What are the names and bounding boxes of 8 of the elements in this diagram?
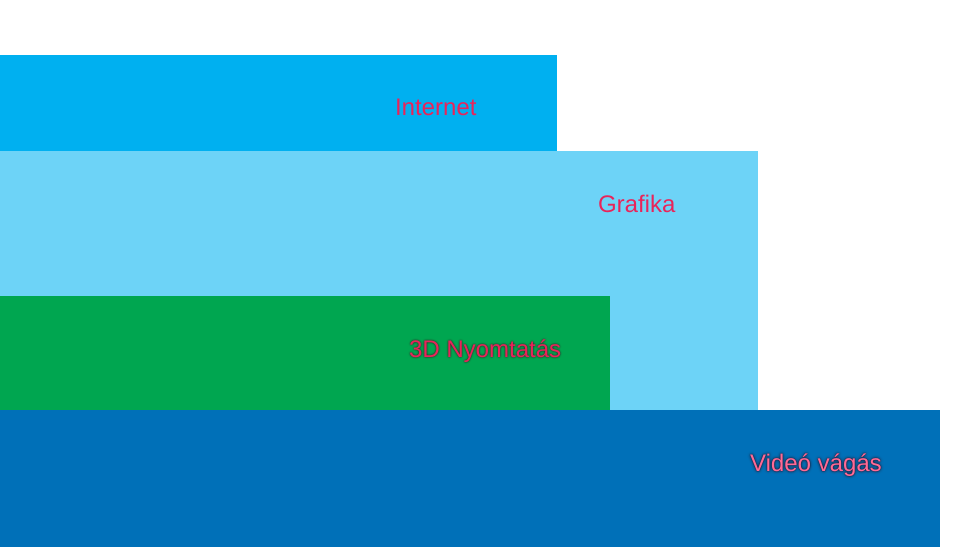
layer-band [0, 55, 557, 151]
band-label: Videó vágás [750, 450, 882, 478]
band-label: Internet [395, 94, 476, 122]
layer-band [0, 410, 940, 547]
layer-band [0, 296, 610, 410]
band-label: Grafika [598, 191, 676, 219]
layer-band [0, 151, 758, 410]
band-label: 3D Nyomtatás [409, 336, 562, 364]
